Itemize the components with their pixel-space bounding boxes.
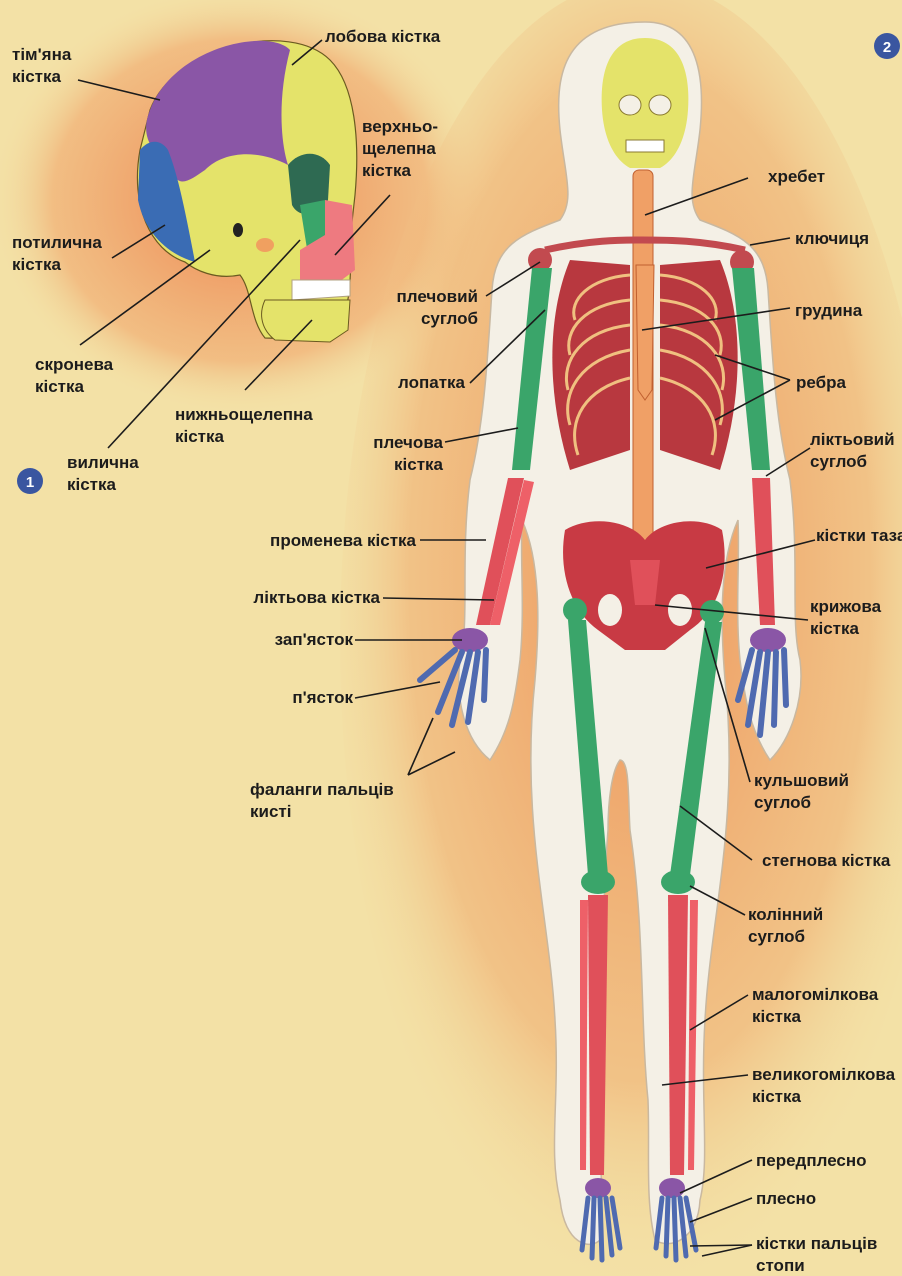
left-tarsus [585,1178,611,1198]
label-tarsus-line: передплесно [756,1151,867,1170]
label-ulna-line: ліктьова кістка [253,588,380,607]
label-tibia-line: кістка [752,1087,802,1106]
label-zygomatic-line: вилична [67,453,139,472]
label-frontal-line: лобова кістка [325,27,441,46]
label-humerus-line: плечова [373,433,443,452]
label-hip-joint-line: кульшовий [754,771,849,790]
label-scapula: лопатка [398,373,466,392]
label-wrist: зап'ясток [275,630,354,649]
teeth [292,280,350,300]
figure-number-2-text: 2 [883,39,891,56]
figure-number-2: 2 [874,33,900,59]
label-ulna: ліктьова кістка [253,588,380,607]
label-sacrum-line: крижова [810,597,882,616]
label-parietal-line: тім'яна [12,45,72,64]
label-temporal-line: кістка [35,377,85,396]
label-occipital-line: кістка [12,255,62,274]
label-pelvis-line: кістки таза [816,526,902,545]
sacrum [630,560,660,605]
right-orbit [649,95,671,115]
label-frontal: лобова кістка [325,27,441,46]
right-tarsus [659,1178,685,1198]
label-shoulder-joint-line: суглоб [421,309,478,328]
figure-number-1-text: 1 [26,474,34,491]
label-metatarsus: плесно [756,1189,816,1208]
label-knee-joint-line: суглоб [748,927,805,946]
label-maxilla-line: верхньо- [362,117,438,136]
label-toe-bones-line: кістки пальців [756,1234,877,1253]
label-sacrum-line: кістка [810,619,860,638]
label-finger-phalanges-line: фаланги пальців [250,780,394,799]
label-humerus-line: кістка [394,455,444,474]
label-metacarpus: п'ясток [292,688,353,707]
label-shoulder-joint-line: плечовий [397,287,478,306]
label-tibia-line: великогомілкова [752,1065,896,1084]
figure-number-1: 1 [17,468,43,494]
label-radius-line: променева кістка [270,531,416,550]
label-elbow-joint-line: ліктьовий [810,430,895,449]
label-toe-bones-line: стопи [756,1256,805,1275]
label-metacarpus-line: п'ясток [292,688,353,707]
label-metatarsus-line: плесно [756,1189,816,1208]
label-hip-joint-line: суглоб [754,793,811,812]
label-spine: хребет [768,167,825,186]
label-spine-line: хребет [768,167,825,186]
label-fibula-line: кістка [752,1007,802,1026]
label-wrist-line: зап'ясток [275,630,354,649]
label-maxilla-line: щелепна [362,139,436,158]
mandible-bone [262,300,350,342]
label-clavicle: ключиця [795,229,869,248]
label-ribs: ребра [796,373,846,392]
label-sternum-line: грудина [795,301,863,320]
label-zygomatic-line: кістка [67,475,117,494]
label-maxilla-line: кістка [362,161,412,180]
label-radius: променева кістка [270,531,416,550]
mastoid [256,238,274,252]
label-mandible-line: кістка [175,427,225,446]
label-occipital-line: потилична [12,233,102,252]
right-knee [661,870,695,894]
label-parietal-line: кістка [12,67,62,86]
label-clavicle-line: ключиця [795,229,869,248]
ear-hole [233,223,243,237]
label-pelvis: кістки таза [816,526,902,545]
label-temporal-line: скронева [35,355,114,374]
label-femur: стегнова кістка [762,851,891,870]
label-mandible-line: нижньощелепна [175,405,313,424]
label-finger-phalanges-line: кисті [250,802,291,821]
label-ribs-line: ребра [796,373,846,392]
label-elbow-joint-line: суглоб [810,452,867,471]
label-tarsus: передплесно [756,1151,867,1170]
label-sternum: грудина [795,301,863,320]
right-obturator [668,594,692,626]
left-hip-joint [563,598,587,622]
left-obturator [598,594,622,626]
label-femur-line: стегнова кістка [762,851,891,870]
left-knee [581,870,615,894]
front-teeth [626,140,664,152]
left-orbit [619,95,641,115]
label-knee-joint-line: колінний [748,905,823,924]
sternum [636,265,654,400]
label-scapula-line: лопатка [398,373,466,392]
label-fibula-line: малогомілкова [752,985,879,1004]
